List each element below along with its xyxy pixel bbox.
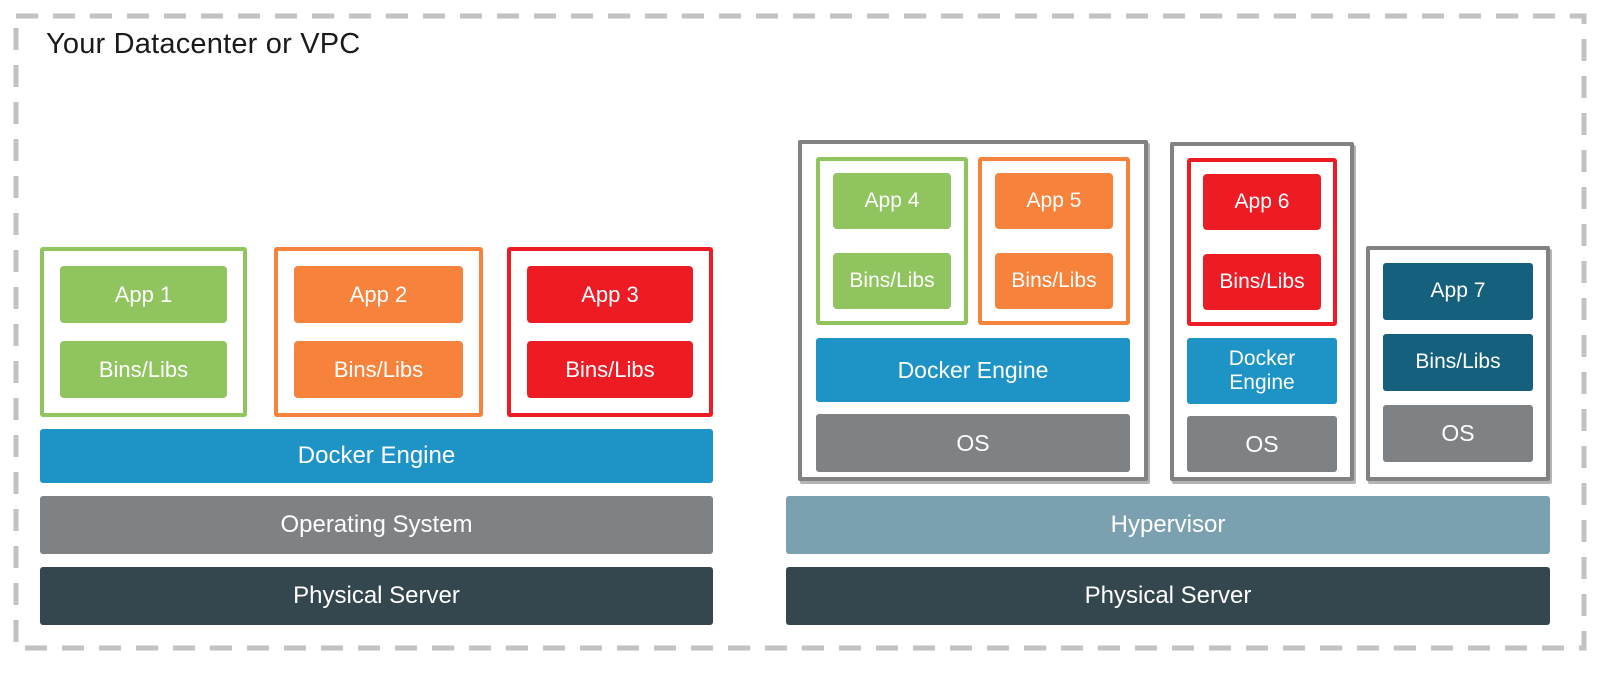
- left-physical-server-layer: Physical Server: [40, 567, 713, 625]
- app5-block: App 5: [995, 173, 1113, 229]
- container-box-app3: App 3 Bins/Libs: [507, 247, 713, 417]
- hypervisor-layer: Hypervisor: [786, 496, 1550, 554]
- vm2-docker-engine-layer: Docker Engine: [1187, 338, 1337, 404]
- container-box-app2: App 2 Bins/Libs: [274, 247, 483, 417]
- right-physical-server-layer: Physical Server: [786, 567, 1550, 625]
- container-box-app6: App 6 Bins/Libs: [1187, 158, 1337, 326]
- app5-bins-libs-block: Bins/Libs: [995, 253, 1113, 309]
- left-docker-engine-layer: Docker Engine: [40, 429, 713, 483]
- container-box-app4: App 4 Bins/Libs: [816, 157, 968, 325]
- diagram-title: Your Datacenter or VPC: [46, 28, 361, 60]
- container-box-app5: App 5 Bins/Libs: [978, 157, 1130, 325]
- app2-bins-libs-block: Bins/Libs: [294, 341, 463, 398]
- app6-block: App 6: [1203, 174, 1321, 230]
- app1-block: App 1: [60, 266, 227, 323]
- vm2-os-layer: OS: [1187, 416, 1337, 472]
- app6-bins-libs-block: Bins/Libs: [1203, 254, 1321, 310]
- left-operating-system-layer: Operating System: [40, 496, 713, 554]
- vm3-box: App 7 Bins/Libs OS: [1366, 246, 1550, 481]
- vm2-box: App 6 Bins/Libs Docker Engine OS: [1170, 142, 1354, 481]
- app3-block: App 3: [527, 266, 693, 323]
- vm1-box: App 4 Bins/Libs App 5 Bins/Libs Docker E…: [798, 140, 1148, 481]
- app1-bins-libs-block: Bins/Libs: [60, 341, 227, 398]
- app7-bins-libs-block: Bins/Libs: [1383, 334, 1533, 391]
- app2-block: App 2: [294, 266, 463, 323]
- app3-bins-libs-block: Bins/Libs: [527, 341, 693, 398]
- vm1-docker-engine-layer: Docker Engine: [816, 338, 1130, 402]
- container-box-app1: App 1 Bins/Libs: [40, 247, 247, 417]
- app4-bins-libs-block: Bins/Libs: [833, 253, 951, 309]
- app4-block: App 4: [833, 173, 951, 229]
- vm3-os-layer: OS: [1383, 405, 1533, 462]
- vm1-os-layer: OS: [816, 414, 1130, 472]
- app7-block: App 7: [1383, 263, 1533, 320]
